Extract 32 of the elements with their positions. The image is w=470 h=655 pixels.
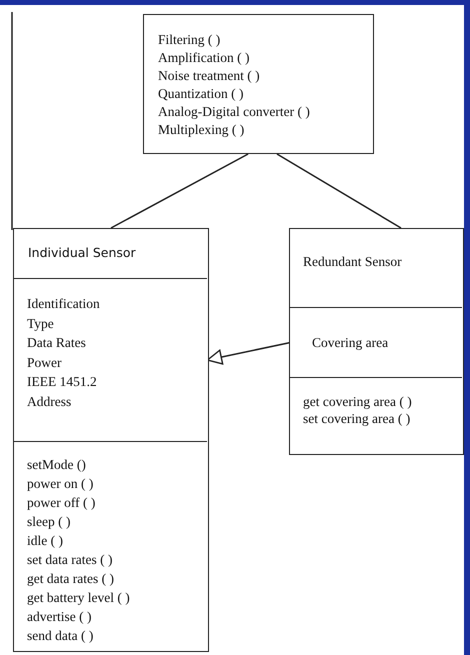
method-text: Analog-Digital converter ( ) [158,103,310,121]
method-text: power off ( ) [27,494,96,512]
attribute-text: Covering area [312,334,388,352]
method-text: Filtering ( ) [158,31,220,49]
attribute-text: Identification [27,295,100,313]
class-name: Redundant Sensor [303,253,402,271]
class-box [143,14,374,154]
method-text: Amplification ( ) [158,49,250,67]
method-text: idle ( ) [27,532,63,550]
method-text: Quantization ( ) [158,85,244,103]
method-text: power on ( ) [27,475,94,493]
method-text: set covering area ( ) [303,410,410,428]
class-name: Individual Sensor [28,244,136,262]
attribute-text: Power [27,354,62,372]
attribute-text: Data Rates [27,334,86,352]
method-text: get battery level ( ) [27,589,130,607]
association-line [110,153,248,229]
method-text: get data rates ( ) [27,570,114,588]
attribute-text: IEEE 1451.2 [27,373,97,391]
method-text: set data rates ( ) [27,551,112,569]
method-text: Noise treatment ( ) [158,67,260,85]
class-box [289,228,464,455]
method-text: sleep ( ) [27,513,70,531]
method-text: get covering area ( ) [303,393,412,411]
association-line [276,153,402,229]
attribute-text: Type [27,314,54,332]
class-box [13,228,209,652]
attribute-text: Address [27,392,72,410]
method-text: advertise ( ) [27,608,92,626]
method-text: setMode () [27,456,86,474]
method-text: send data ( ) [27,627,94,645]
method-text: Multiplexing ( ) [158,121,244,139]
